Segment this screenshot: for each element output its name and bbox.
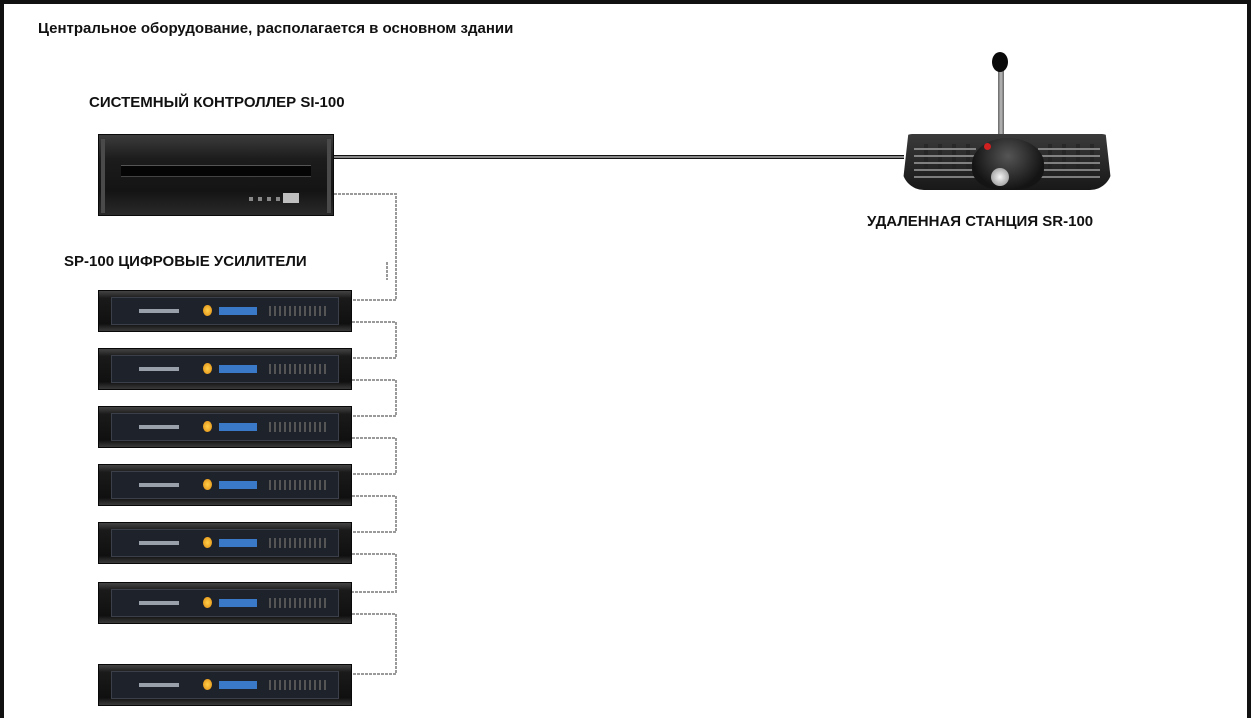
amplifier-icon (98, 348, 352, 390)
amplifier-icon (98, 664, 352, 706)
amplifier-icon (98, 582, 352, 624)
microphone-gooseneck (998, 60, 1004, 140)
amplifier-icon (98, 522, 352, 564)
connection-wires (334, 155, 904, 675)
remote-station-label: УДАЛЕННАЯ СТАНЦИЯ SR-100 (867, 213, 1094, 230)
controller-label: СИСТЕМНЫЙ КОНТРОЛЛЕР SI-100 (89, 94, 345, 111)
diagram-title: Центральное оборудование, располагается … (38, 20, 514, 37)
amplifier-icon (98, 290, 352, 332)
chain-wire (352, 379, 397, 417)
amplifier-chain-wires (334, 193, 397, 675)
microphone-icon (992, 52, 1008, 72)
amplifiers-label: SP-100 ЦИФРОВЫЕ УСИЛИТЕЛИ (64, 253, 307, 270)
chain-wire (352, 321, 397, 359)
amplifier-icon (98, 406, 352, 448)
remote-station-icon (902, 134, 1112, 190)
chain-wire (334, 193, 397, 301)
amplifier-icon (98, 464, 352, 506)
chain-wire (352, 613, 397, 675)
chain-wire (352, 495, 397, 533)
chain-wire (352, 553, 397, 593)
controller-device-icon (98, 134, 334, 216)
chain-wire (352, 437, 397, 475)
